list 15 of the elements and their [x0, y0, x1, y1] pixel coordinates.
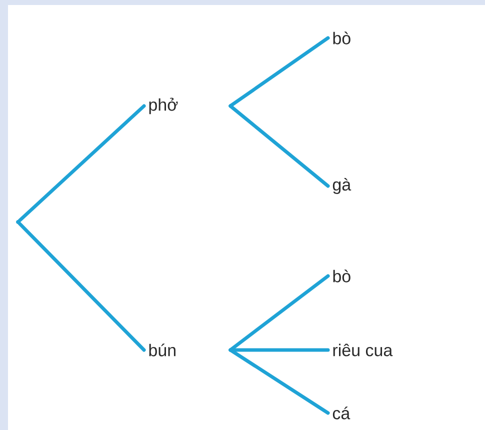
branch-line	[228, 104, 330, 188]
branch-line	[228, 348, 330, 352]
branch-line	[228, 36, 330, 108]
branch-line	[228, 274, 330, 352]
branch-point	[16, 220, 20, 224]
branch-line	[18, 222, 146, 352]
branch-line	[18, 104, 146, 222]
word: bò	[333, 32, 350, 44]
word: bún	[149, 344, 176, 356]
word: phở	[149, 98, 178, 114]
branch-line	[228, 348, 330, 415]
word: bò	[333, 270, 350, 282]
word: gà	[332, 178, 352, 194]
word: riêu cua	[333, 344, 393, 356]
word: cá	[332, 406, 350, 420]
